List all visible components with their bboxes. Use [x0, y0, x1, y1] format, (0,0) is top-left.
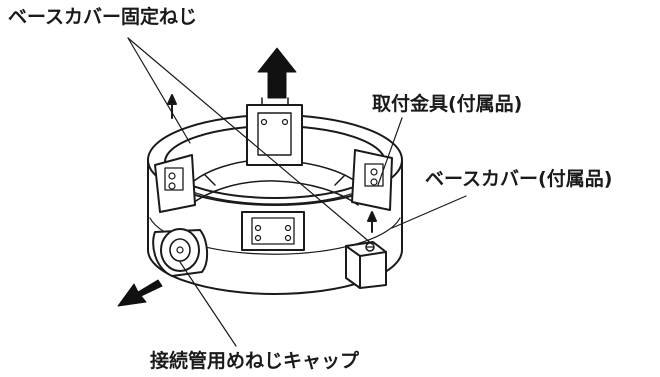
mounting-bracket-front — [241, 211, 305, 251]
cover-fixing-screw-block — [345, 241, 387, 289]
label-base-cover: ベースカバー(付属品) — [425, 168, 613, 190]
conduit-cap — [152, 228, 208, 277]
mounting-bracket-back — [246, 97, 303, 166]
mounting-bracket-left — [154, 154, 196, 213]
leader-lines — [127, 37, 467, 347]
label-mounting-bracket: 取付金具(付属品) — [372, 93, 523, 115]
lift-arrow-icon — [257, 47, 297, 99]
up-arrow-left — [167, 94, 177, 119]
label-base-cover-screw: ベースカバー固定ねじ — [8, 6, 198, 28]
pull-out-arrow-icon — [117, 279, 163, 307]
up-arrow-right — [367, 211, 377, 233]
mounting-bracket-right — [351, 149, 393, 211]
label-conduit-cap: 接続管用めねじキャップ — [150, 350, 360, 372]
